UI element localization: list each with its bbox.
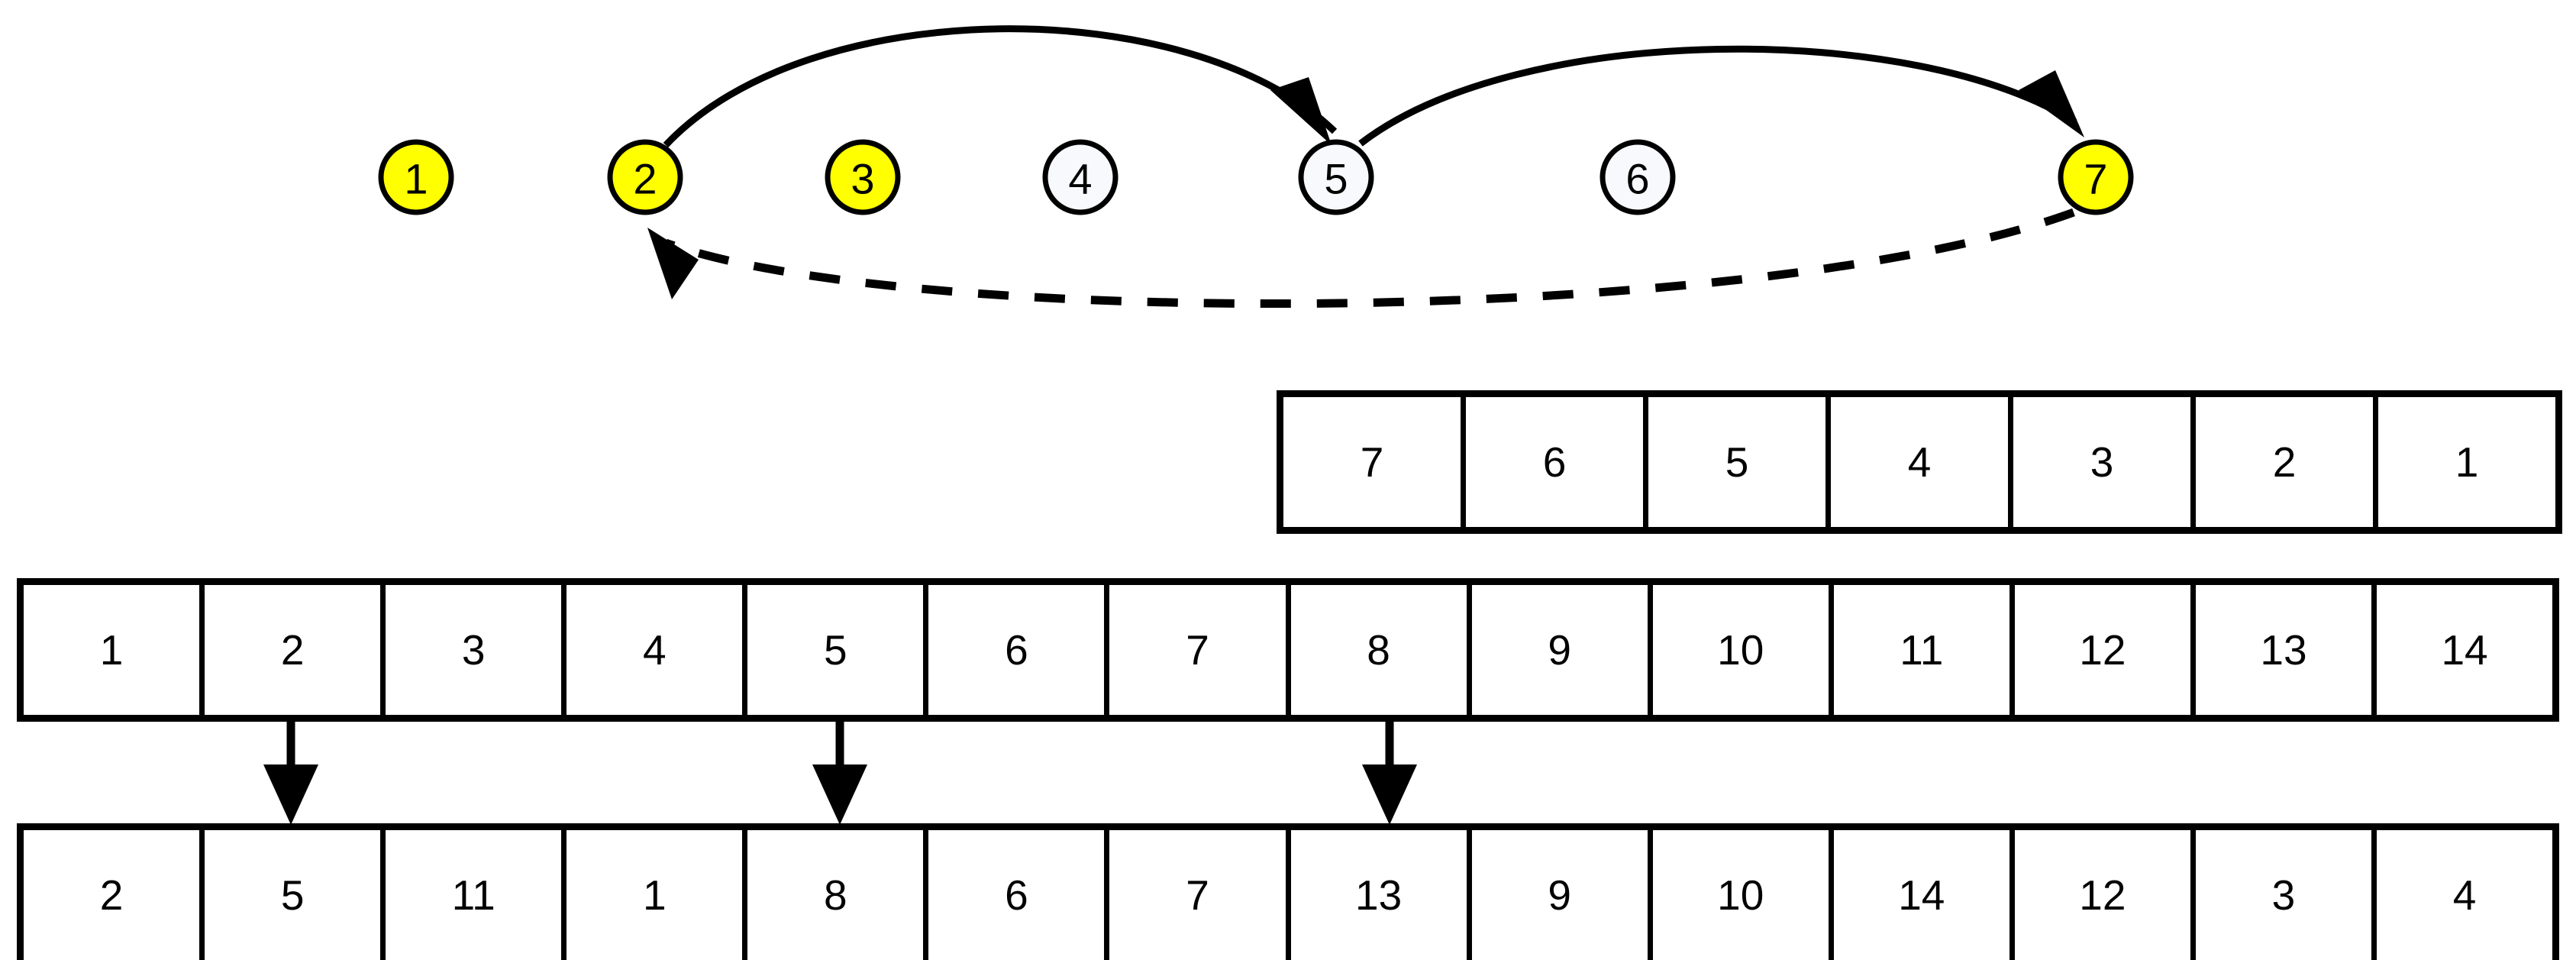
- value-cell[interactable]: 6: [928, 830, 1110, 960]
- value-cell[interactable]: 14: [1833, 830, 2015, 960]
- index-cell[interactable]: 14: [2377, 585, 2553, 715]
- graph-node-label: 3: [851, 155, 874, 203]
- index-cell[interactable]: 4: [567, 585, 748, 715]
- graph-node-7[interactable]: 7: [2058, 139, 2134, 215]
- graph-node-4[interactable]: 4: [1042, 139, 1119, 215]
- edge-7-to-2: [647, 208, 2075, 309]
- mapping-arrow-from-8: [1362, 721, 1417, 825]
- value-cell[interactable]: 9: [1471, 830, 1653, 960]
- arrowhead-7: [2019, 70, 2084, 137]
- graph-node-label: 5: [1324, 155, 1348, 203]
- array-cell[interactable]: 6: [1466, 397, 1648, 527]
- value-cell[interactable]: 2: [24, 830, 205, 960]
- index-cell[interactable]: 8: [1290, 585, 1472, 715]
- array-cell[interactable]: 1: [2378, 397, 2555, 527]
- graph-node-1[interactable]: 1: [378, 139, 454, 215]
- index-cell[interactable]: 2: [205, 585, 386, 715]
- mapping-arrows: [263, 721, 1417, 825]
- index-cell[interactable]: 13: [2195, 585, 2377, 715]
- value-cell[interactable]: 1: [567, 830, 748, 960]
- index-cell[interactable]: 12: [2014, 585, 2196, 715]
- edge-5-to-7: [1358, 45, 2084, 147]
- mapping-arrow-from-5: [812, 721, 867, 825]
- edge-2-to-5: [663, 25, 1338, 148]
- graph-node-label: 4: [1068, 155, 1092, 203]
- value-cell[interactable]: 10: [1652, 830, 1834, 960]
- array-cell[interactable]: 5: [1648, 397, 1831, 527]
- graph-node-label: 6: [1625, 155, 1649, 203]
- value-cell[interactable]: 5: [205, 830, 386, 960]
- value-cell[interactable]: 12: [2014, 830, 2196, 960]
- value-cell[interactable]: 7: [1109, 830, 1291, 960]
- graph-node-label: 7: [2084, 155, 2107, 203]
- value-cell[interactable]: 13: [1290, 830, 1472, 960]
- graph-node-3[interactable]: 3: [825, 139, 901, 215]
- index-cell[interactable]: 3: [386, 585, 567, 715]
- index-cell[interactable]: 11: [1833, 585, 2015, 715]
- value-cell[interactable]: 8: [747, 830, 929, 960]
- index-cell[interactable]: 1: [24, 585, 205, 715]
- value-cell[interactable]: 3: [2195, 830, 2377, 960]
- array-cell[interactable]: 7: [1283, 397, 1466, 527]
- value-cell[interactable]: 11: [386, 830, 567, 960]
- array-cell[interactable]: 2: [2196, 397, 2378, 527]
- index-cell[interactable]: 9: [1471, 585, 1653, 715]
- value-cell[interactable]: 4: [2377, 830, 2553, 960]
- arrowhead-2-dashed: [647, 228, 699, 299]
- array-cell[interactable]: 4: [1831, 397, 2013, 527]
- index-cell[interactable]: 5: [747, 585, 929, 715]
- graph-node-label: 1: [404, 155, 428, 203]
- graph-node-label: 2: [633, 155, 657, 203]
- graph-node-2[interactable]: 2: [607, 139, 683, 215]
- graph-node-6[interactable]: 6: [1600, 139, 1676, 215]
- index-cell[interactable]: 6: [928, 585, 1110, 715]
- graph-node-5[interactable]: 5: [1298, 139, 1374, 215]
- graph-nodes: 1 2 3 4 5 6 7: [378, 139, 2134, 215]
- arrowhead-5: [1270, 77, 1332, 145]
- array-cell[interactable]: 3: [2013, 397, 2196, 527]
- mapping-arrow-from-2: [263, 721, 318, 825]
- index-cell[interactable]: 7: [1109, 585, 1291, 715]
- index-cell[interactable]: 10: [1652, 585, 1834, 715]
